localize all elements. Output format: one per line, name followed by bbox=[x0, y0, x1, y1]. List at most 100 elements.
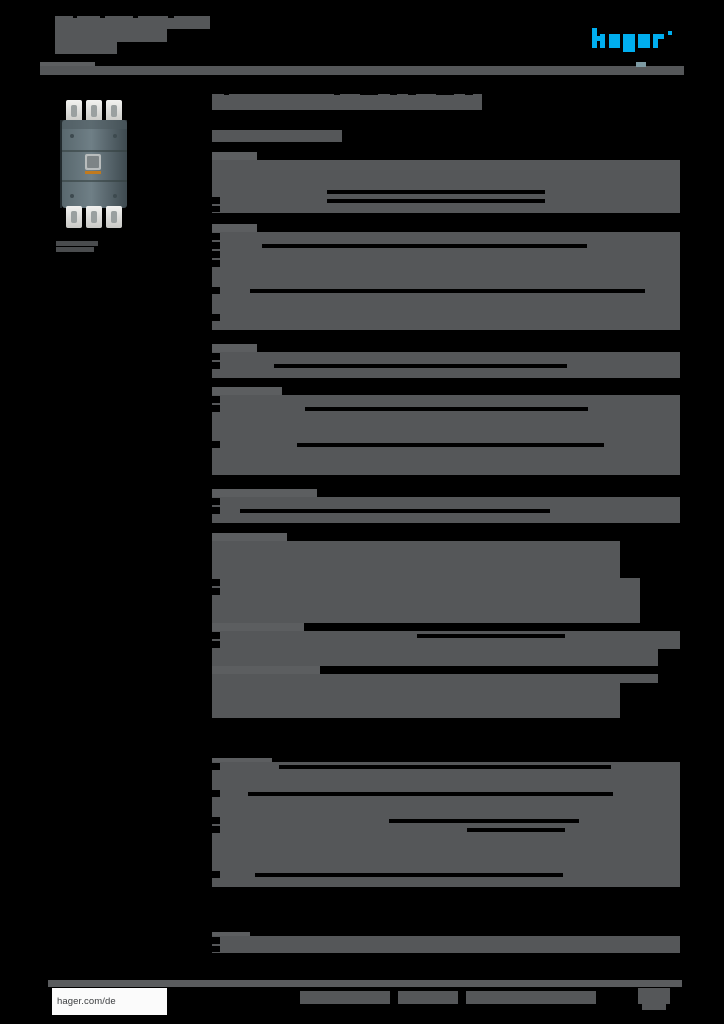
spec-row-indent bbox=[212, 260, 220, 267]
spec-row-leader bbox=[240, 509, 550, 513]
spec-row bbox=[212, 277, 680, 286]
spec-row bbox=[212, 879, 680, 887]
page-title-notch-5 bbox=[408, 90, 416, 95]
product-caption-line-2 bbox=[56, 247, 94, 252]
header-title-line-3 bbox=[55, 42, 117, 54]
header-rule-cap bbox=[40, 62, 95, 67]
section-heading bbox=[212, 489, 317, 499]
spec-row bbox=[212, 422, 680, 431]
spec-row bbox=[212, 861, 680, 870]
spec-row bbox=[212, 250, 680, 259]
section-heading bbox=[212, 533, 287, 543]
page-title-notch-6 bbox=[436, 90, 454, 95]
footer-rule bbox=[48, 980, 682, 987]
hager-logo bbox=[592, 28, 674, 52]
header-rule-tick bbox=[636, 62, 646, 67]
spec-row bbox=[212, 541, 620, 550]
spec-row-indent bbox=[212, 405, 220, 412]
spec-row bbox=[212, 834, 680, 843]
spec-row bbox=[212, 825, 680, 834]
spec-row-indent bbox=[212, 206, 220, 212]
spec-row bbox=[212, 614, 640, 623]
section-heading bbox=[212, 666, 320, 676]
spec-row bbox=[212, 798, 680, 807]
page-subtitle bbox=[212, 130, 342, 142]
spec-row bbox=[212, 649, 658, 658]
header-title-line-1 bbox=[55, 16, 210, 29]
spec-row-indent bbox=[212, 362, 220, 369]
spec-row-indent bbox=[212, 287, 220, 294]
spec-row-leader bbox=[417, 634, 565, 638]
footer-text-block bbox=[300, 991, 390, 1004]
spec-row-indent bbox=[212, 396, 220, 403]
spec-row bbox=[212, 160, 680, 169]
header-title-line-2 bbox=[55, 29, 167, 42]
spec-row-indent bbox=[212, 507, 220, 514]
spec-row-leader bbox=[327, 199, 545, 203]
page-title-notch-4 bbox=[390, 90, 397, 95]
section-heading bbox=[212, 344, 257, 354]
spec-row bbox=[212, 295, 680, 304]
spec-row-indent bbox=[212, 871, 220, 878]
spec-row bbox=[212, 352, 680, 361]
spec-row bbox=[212, 268, 680, 277]
spec-row bbox=[212, 780, 680, 789]
spec-row-indent bbox=[212, 632, 220, 639]
spec-row bbox=[212, 313, 680, 322]
spec-row-leader bbox=[305, 407, 588, 411]
spec-row bbox=[212, 259, 680, 268]
spec-row bbox=[212, 515, 680, 523]
spec-row-leader bbox=[279, 765, 611, 769]
spec-row-leader bbox=[274, 364, 567, 368]
spec-row bbox=[212, 550, 620, 578]
spec-row bbox=[212, 205, 680, 213]
spec-row bbox=[212, 413, 680, 422]
section-heading bbox=[212, 387, 282, 397]
spec-row-indent bbox=[212, 314, 220, 321]
spec-row-indent bbox=[212, 579, 220, 586]
spec-row bbox=[212, 852, 680, 861]
spec-row-leader bbox=[297, 443, 604, 447]
spec-row-indent bbox=[212, 441, 220, 448]
main-content bbox=[212, 0, 684, 1024]
spec-row-indent bbox=[212, 197, 220, 204]
spec-row bbox=[212, 596, 640, 605]
spec-row-indent bbox=[212, 946, 220, 952]
header-title-notch-3 bbox=[133, 14, 138, 18]
spec-row bbox=[212, 605, 640, 614]
spec-row bbox=[212, 936, 680, 945]
spec-row-indent bbox=[212, 763, 220, 770]
spec-row-leader bbox=[467, 828, 565, 832]
spec-row-indent bbox=[212, 937, 220, 944]
spec-row bbox=[212, 692, 620, 718]
spec-row bbox=[212, 169, 680, 178]
spec-row-leader bbox=[389, 819, 579, 823]
spec-row bbox=[212, 467, 680, 475]
spec-row bbox=[212, 683, 620, 692]
header-title-notch-2 bbox=[100, 14, 105, 18]
product-caption-line-1 bbox=[56, 241, 98, 246]
footer-page-number bbox=[638, 988, 670, 1004]
page-title-notch-2 bbox=[334, 90, 340, 95]
footer-text-block bbox=[466, 991, 596, 1004]
footer-url-box[interactable]: hager.com/de bbox=[52, 988, 167, 1015]
spec-row-indent bbox=[212, 353, 220, 360]
footer-page-number-sub bbox=[642, 1004, 666, 1010]
spec-row bbox=[212, 640, 680, 649]
spec-row bbox=[212, 322, 680, 330]
footer-url-text: hager.com/de bbox=[57, 996, 116, 1007]
spec-row-indent bbox=[212, 826, 220, 833]
spec-row bbox=[212, 449, 680, 458]
section-heading bbox=[212, 623, 304, 633]
page-title-notch-3 bbox=[360, 90, 378, 95]
spec-row bbox=[212, 658, 658, 666]
spec-row bbox=[212, 497, 680, 506]
spec-row-indent bbox=[212, 641, 220, 648]
spec-row-leader bbox=[327, 190, 545, 194]
footer-text-block bbox=[398, 991, 458, 1004]
spec-row-indent bbox=[212, 790, 220, 797]
spec-row-leader bbox=[255, 873, 563, 877]
section-heading bbox=[212, 224, 257, 234]
spec-row bbox=[212, 843, 680, 852]
